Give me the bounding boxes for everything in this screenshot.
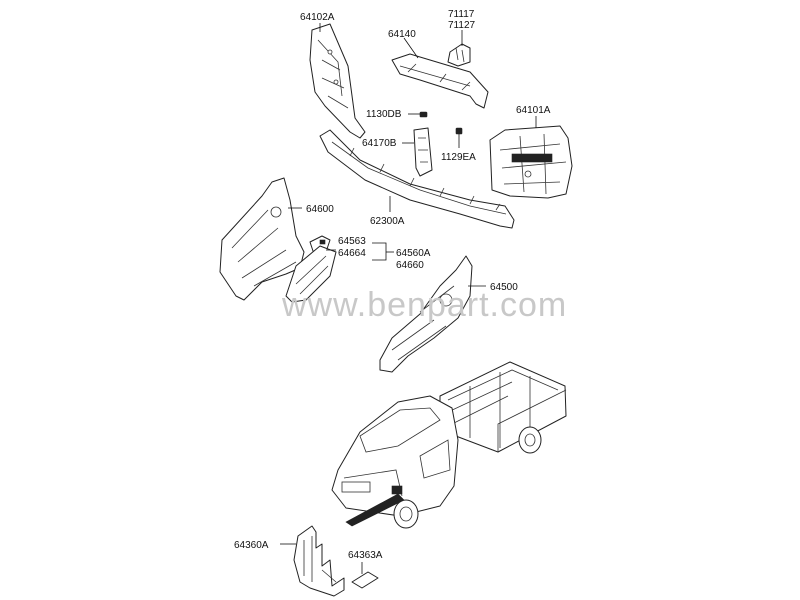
- truck-illustration: [331, 361, 567, 529]
- callout-71117[interactable]: 71117: [448, 9, 475, 20]
- callout-62300A[interactable]: 62300A: [370, 216, 405, 227]
- part-64500-wheelhouse[interactable]: [379, 255, 473, 373]
- callout-1130DB[interactable]: 1130DB: [366, 109, 402, 120]
- callout-64102A[interactable]: 64102A: [300, 12, 335, 23]
- callout-64140[interactable]: 64140: [388, 29, 416, 40]
- callout-64170B[interactable]: 64170B: [362, 138, 397, 149]
- part-64102A-panel[interactable]: [309, 23, 366, 139]
- callout-64363A[interactable]: 64363A: [348, 550, 383, 561]
- part-1129EA-clip[interactable]: [455, 127, 463, 135]
- part-64560A-apron[interactable]: [285, 245, 337, 303]
- part-1130DB-bolt[interactable]: [419, 111, 428, 118]
- detail-pointer: [345, 493, 405, 527]
- callout-64600[interactable]: 64600: [306, 204, 334, 215]
- leader-lines: [280, 23, 537, 574]
- part-64363A-pad[interactable]: [351, 571, 379, 589]
- callout-64360A[interactable]: 64360A: [234, 540, 269, 551]
- callout-64660[interactable]: 64660: [396, 260, 424, 271]
- callout-64500[interactable]: 64500: [490, 282, 518, 293]
- part-62300A-rail[interactable]: [319, 129, 515, 229]
- callout-64664[interactable]: 64664: [338, 248, 366, 259]
- part-71117-bracket[interactable]: [447, 43, 471, 67]
- part-64101A-panel[interactable]: [489, 125, 573, 199]
- part-64360A-pad[interactable]: [293, 525, 345, 597]
- callout-64563[interactable]: 64563: [338, 236, 366, 247]
- part-64600-wheelhouse[interactable]: [219, 177, 305, 301]
- callout-labels: 64102A 71117 71127 64140 1130DB 64101A 6…: [234, 9, 551, 561]
- callout-64101A[interactable]: 64101A: [516, 105, 551, 116]
- part-64140-cowl[interactable]: [391, 53, 489, 109]
- part-64170B-stay[interactable]: [413, 127, 433, 177]
- callout-1129EA[interactable]: 1129EA: [441, 152, 476, 163]
- watermark-text: www.benpart.com: [281, 286, 567, 324]
- callout-71127[interactable]: 71127: [448, 20, 476, 31]
- callout-64560A[interactable]: 64560A: [396, 248, 431, 259]
